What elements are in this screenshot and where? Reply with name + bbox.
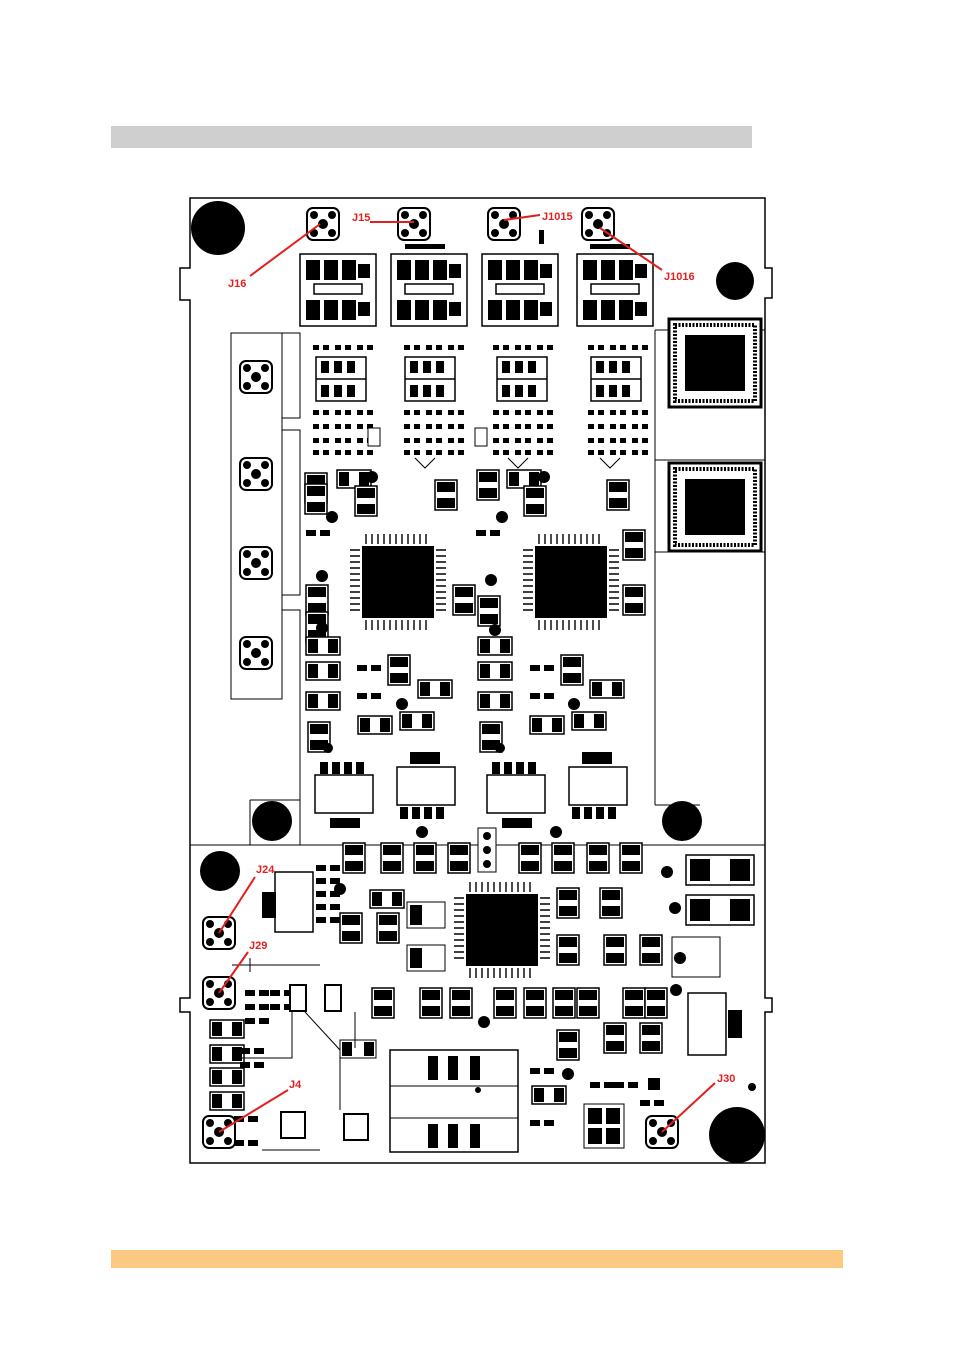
label-j1015: J1015 xyxy=(542,211,573,223)
label-j30: J30 xyxy=(717,1073,735,1085)
page-footer-bar xyxy=(111,1250,843,1268)
label-j15: J15 xyxy=(352,212,370,224)
label-j4: J4 xyxy=(289,1079,302,1091)
label-j24: J24 xyxy=(256,864,275,876)
label-j1016: J1016 xyxy=(664,271,695,283)
label-j16: J16 xyxy=(228,278,246,290)
label-j29: J29 xyxy=(249,940,267,952)
